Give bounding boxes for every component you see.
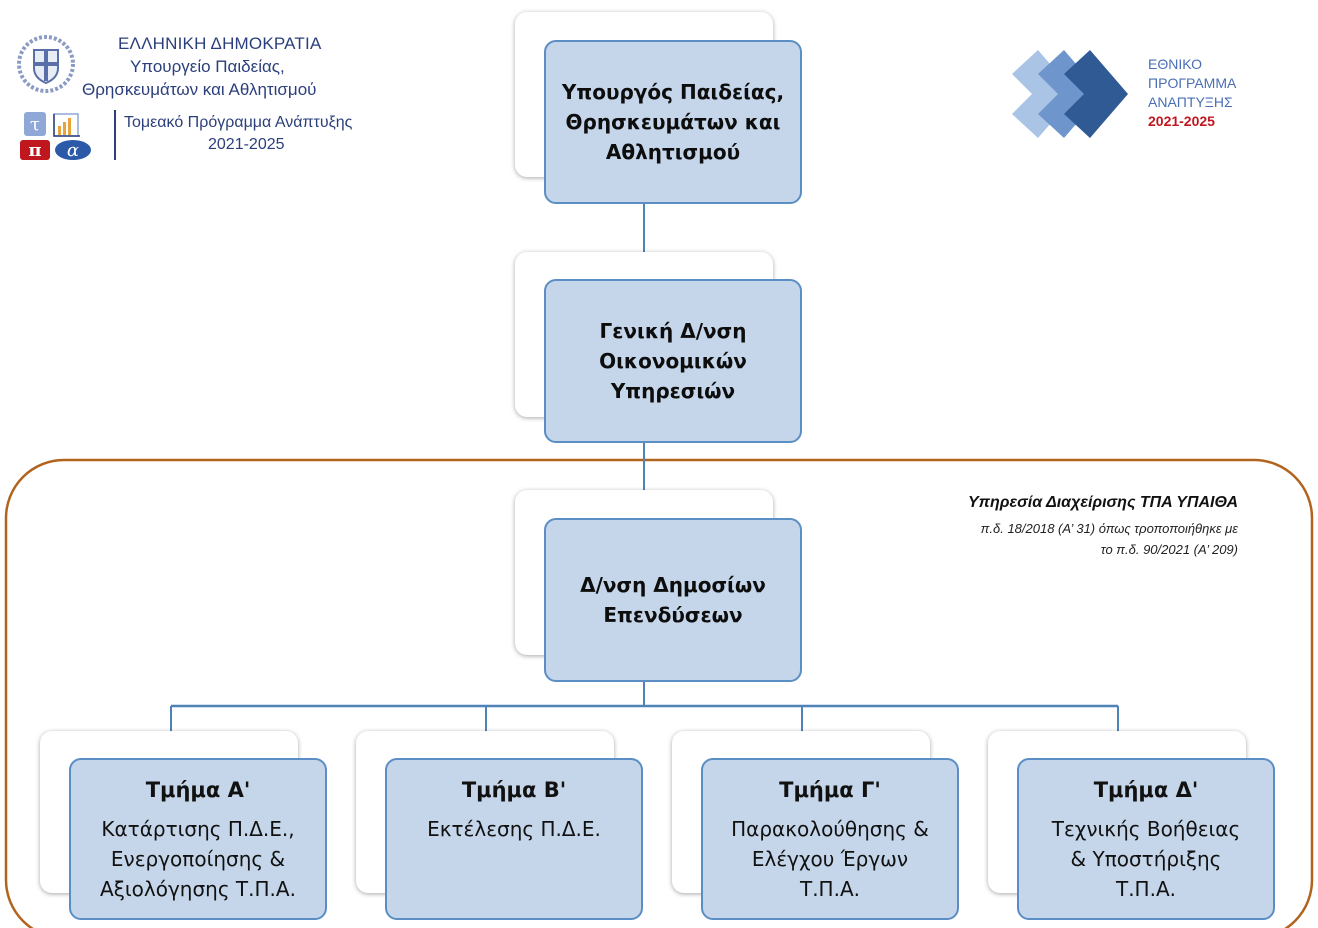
tpa-mark-letter-t: τ	[30, 114, 40, 135]
department-b-description: Εκτέλεσης Π.Δ.Ε.	[427, 817, 601, 841]
service-frame	[4, 458, 1314, 928]
national-program-line3: ΑΝΑΠΤΥΞΗΣ	[1148, 94, 1233, 110]
department-c-title: Τμήμα Γ'	[779, 778, 881, 802]
tpa-mark-letter-a: α	[67, 140, 79, 161]
tpa-mark-icon: τ π α	[20, 112, 91, 161]
national-program-line2: ΠΡΟΓΡΑΜΜΑ	[1148, 75, 1237, 91]
department-d-title: Τμήμα Δ'	[1093, 778, 1199, 802]
department-c-node[interactable]: Τμήμα Γ' Παρακολούθησης & Ελέγχου Έργων …	[701, 758, 959, 920]
greek-coat-of-arms-icon	[17, 35, 75, 93]
service-title: Υπηρεσία Διαχείρισης ΤΠΑ ΥΠΑΙΘΑ	[967, 494, 1238, 511]
minister-node-label: Υπουργός Παιδείας, Θρησκευμάτων και Αθλη…	[561, 80, 785, 164]
national-program-line1: ΕΘΝΙΚΟ	[1148, 56, 1203, 72]
department-d-node[interactable]: Τμήμα Δ' Τεχνικής Βοήθειας & Υποστήριξης…	[1017, 758, 1275, 920]
department-b-node[interactable]: Τμήμα Β' Εκτέλεσης Π.Δ.Ε.	[385, 758, 643, 920]
department-d-description: Τεχνικής Βοήθειας & Υποστήριξης Τ.Π.Α.	[1051, 817, 1241, 901]
national-program-years: 2021-2025	[1148, 113, 1215, 129]
chevrons-icon	[1012, 50, 1128, 138]
minister-node[interactable]: Υπουργός Παιδείας, Θρησκευμάτων και Αθλη…	[544, 40, 802, 204]
general-directorate-node-label: Γενική Δ/νση Οικονομικών Υπηρεσιών	[599, 319, 747, 403]
service-note-line1: π.δ. 18/2018 (Α’ 31) όπως τροποποιήθηκε …	[980, 521, 1238, 536]
directorate-node-label: Δ/νση Δημοσίων Επενδύσεων	[580, 573, 766, 627]
ministry-label-line2: Θρησκευμάτων και Αθλητισμού	[82, 80, 317, 99]
department-c-description: Παρακολούθησης & Ελέγχου Έργων Τ.Π.Α.	[731, 817, 929, 901]
department-a-node[interactable]: Τμήμα Α' Κατάρτισης Π.Δ.Ε., Ενεργοποίηση…	[69, 758, 327, 920]
program-label-line2: 2021-2025	[208, 136, 285, 153]
department-a-description: Κατάρτισης Π.Δ.Ε., Ενεργοποίησης & Αξιολ…	[100, 817, 296, 901]
logo-divider	[114, 110, 116, 160]
department-b-title: Τμήμα Β'	[461, 778, 567, 802]
ministry-label-line1: Υπουργείο Παιδείας,	[130, 57, 285, 76]
service-note-line2: το π.δ. 90/2021 (Α’ 209)	[1100, 542, 1238, 557]
tpa-mark-letter-p: π	[28, 140, 41, 161]
national-program-logo: ΕΘΝΙΚΟ ΠΡΟΓΡΑΜΜΑ ΑΝΑΠΤΥΞΗΣ 2021-2025	[1010, 48, 1270, 148]
ministry-logo: ΕΛΛΗΝΙΚΗ ΔΗΜΟΚΡΑΤΙΑ Υπουργείο Παιδείας, …	[10, 28, 380, 173]
republic-label: ΕΛΛΗΝΙΚΗ ΔΗΜΟΚΡΑΤΙΑ	[118, 34, 322, 53]
directorate-node[interactable]: Δ/νση Δημοσίων Επενδύσεων	[544, 518, 802, 682]
program-label-line1: Τομεακό Πρόγραμμα Ανάπτυξης	[124, 114, 353, 131]
general-directorate-node[interactable]: Γενική Δ/νση Οικονομικών Υπηρεσιών	[544, 279, 802, 443]
department-a-title: Τμήμα Α'	[145, 778, 251, 802]
